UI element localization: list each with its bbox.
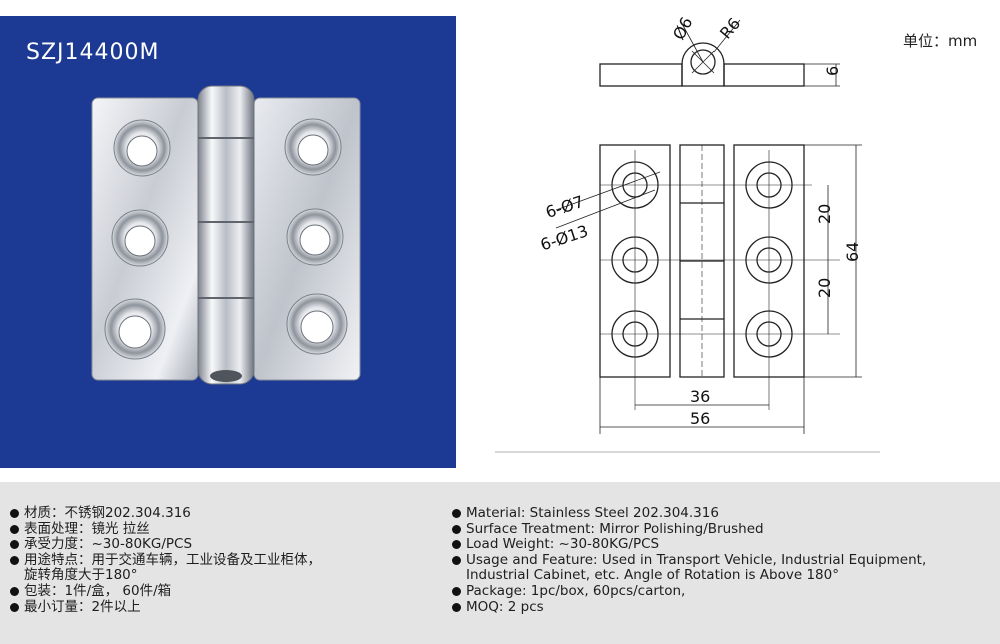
spec-item-surface-en: Surface Treatment: Mirror Polishing/Brus… (452, 521, 992, 538)
spec-item-material-cn: 材质：不锈钢202.304.316 (10, 505, 450, 522)
technical-drawing: Ø6 R6 6 6-Ø7 6-Ø13 20 20 64 36 56 (495, 14, 880, 453)
unit-label: 单位：mm (903, 32, 978, 50)
spec-item-usage-cn: 用途特点：用于交通车辆，工业设备及工业柜体，旋转角度大于180° (10, 552, 450, 584)
dim-hole-span: 36 (690, 387, 710, 406)
bullet-icon (452, 602, 461, 612)
model-code: SZJ14400M (26, 40, 160, 65)
dim-hole-large: 6-Ø13 (538, 221, 590, 254)
dim-pitch-bottom: 20 (815, 278, 834, 298)
dim-hole-small: 6-Ø7 (543, 192, 586, 222)
pin-circle (690, 49, 716, 75)
side-view-leaf-right (723, 63, 805, 87)
spec-item-usage-en: Usage and Feature: Used in Transport Veh… (452, 552, 992, 584)
side-view-leaf-left (599, 63, 683, 87)
bullet-icon (452, 540, 461, 550)
bullet-icon (10, 540, 19, 550)
bullet-icon (10, 509, 19, 518)
hinge-photo-image (91, 85, 361, 385)
spec-item-material-en: Material: Stainless Steel 202.304.316 (452, 505, 992, 522)
bullet-icon (10, 555, 19, 565)
product-photo-panel: SZJ14400M (0, 16, 456, 468)
spec-list-chinese: 材质：不锈钢202.304.316 表面处理：镜光 拉丝 承受力度：~30-80… (10, 505, 450, 616)
spec-list-english: Material: Stainless Steel 202.304.316 Su… (452, 505, 992, 616)
bullet-icon (10, 524, 19, 534)
spec-item-moq-en: MOQ: 2 pcs (452, 599, 992, 616)
spec-item-moq-cn: 最小订量：2件以上 (10, 599, 450, 616)
side-view-knuckle (681, 42, 725, 87)
bullet-icon (452, 509, 461, 518)
bullet-icon (452, 586, 461, 596)
spec-item-package-cn: 包装：1件/盒， 60件/箱 (10, 583, 450, 600)
specification-band: 材质：不锈钢202.304.316 表面处理：镜光 拉丝 承受力度：~30-80… (0, 482, 1000, 644)
dim-width: 56 (690, 409, 710, 428)
bullet-icon (10, 586, 19, 596)
spec-item-load-en: Load Weight: ~30-80KG/PCS (452, 536, 992, 553)
bullet-icon (452, 555, 461, 565)
spec-item-load-cn: 承受力度：~30-80KG/PCS (10, 536, 450, 553)
bullet-icon (452, 524, 461, 534)
dim-pin-diameter: Ø6 (669, 14, 696, 43)
dim-pitch-top: 20 (815, 204, 834, 224)
spec-item-surface-cn: 表面处理：镜光 拉丝 (10, 521, 450, 538)
spec-item-package-en: Package: 1pc/box, 60pcs/carton, (452, 583, 992, 600)
dim-pin-radius: R6 (716, 14, 744, 43)
bullet-icon (10, 602, 19, 612)
dim-height: 64 (843, 242, 862, 262)
dim-thickness: 6 (823, 66, 842, 76)
